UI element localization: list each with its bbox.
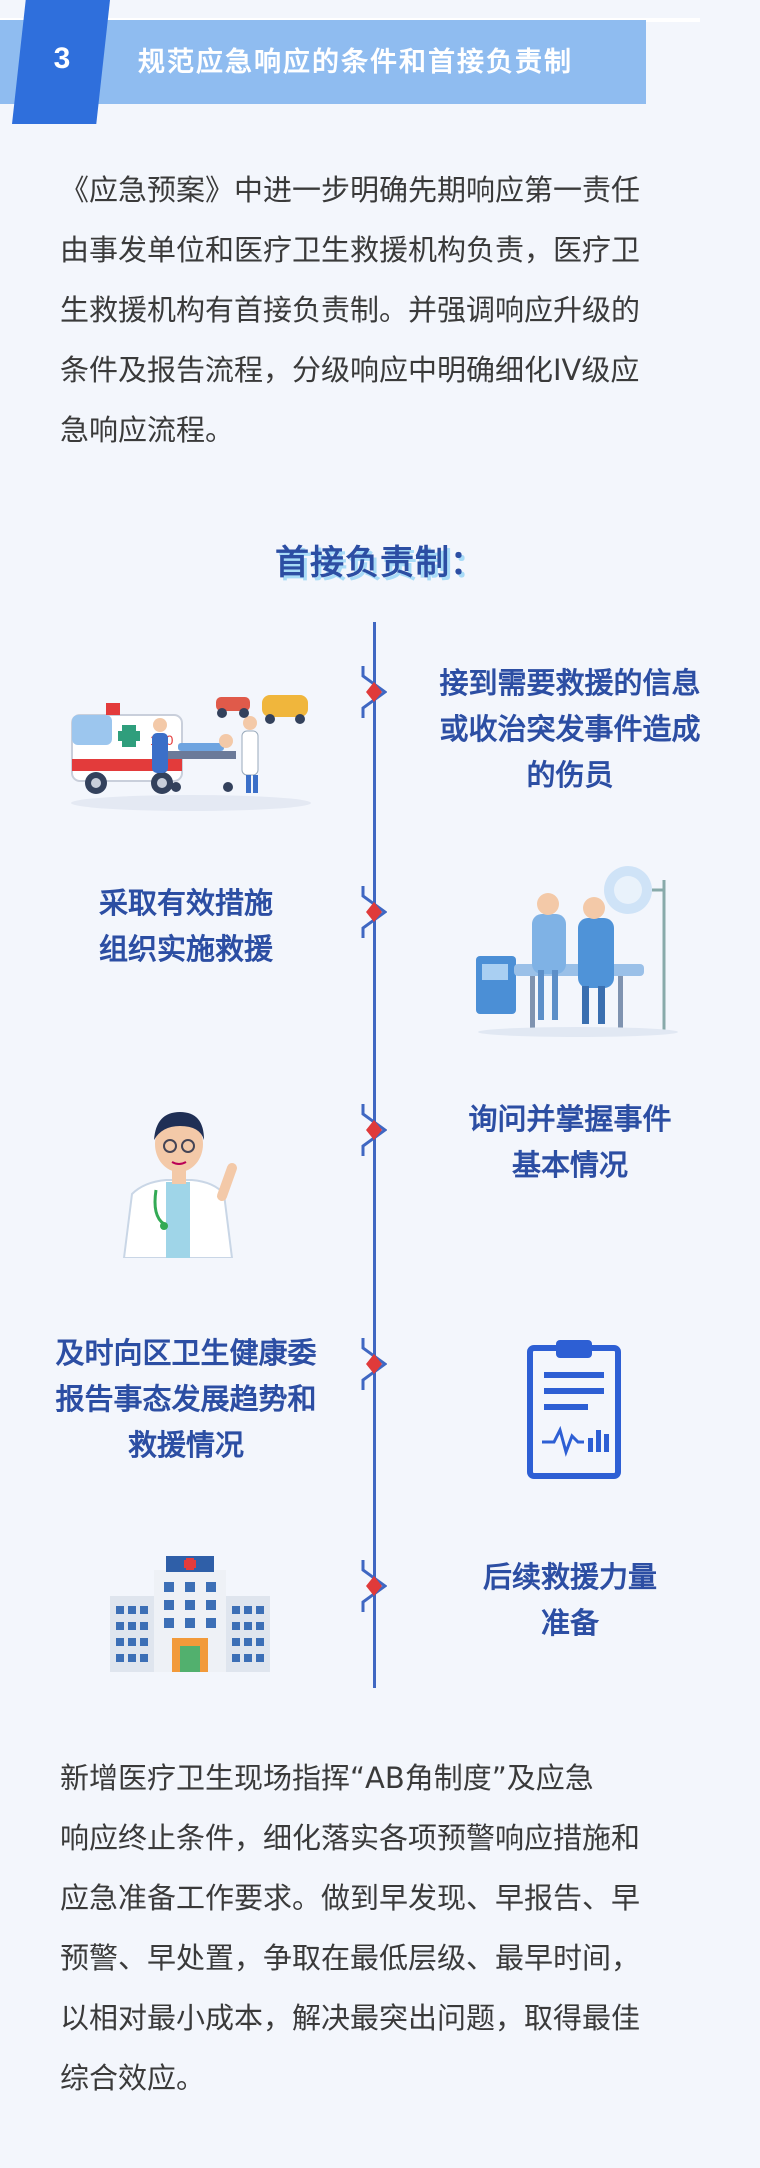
intro-line: 《应急预案》中进一步明确先期响应第一责任 (60, 173, 641, 207)
intro-line: 条件及报告流程，分级响应中明确细化IV级应 (60, 353, 640, 387)
timeline-item-line: 接到需要救援的信息 (439, 666, 701, 700)
timeline-item-1-text: 接到需要救援的信息 或收治突发事件造成 的伤员 (410, 660, 730, 798)
responsibility-heading: 首接负责制： (275, 543, 485, 583)
outro-line: 新增医疗卫生现场指挥“AB角制度”及应急 (60, 1761, 594, 1795)
timeline-item-line: 报告事态发展趋势和 (55, 1382, 317, 1416)
surgery-icon (468, 860, 698, 1044)
outro-line: 综合效应。 (60, 2061, 206, 2095)
timeline-item-line: 的伤员 (526, 758, 614, 792)
outro-line: 应急准备工作要求。做到早发现、早报告、早 (60, 1881, 641, 1915)
timeline-item-line: 询问并掌握事件 (468, 1102, 672, 1136)
timeline-item-line: 救援情况 (127, 1428, 244, 1462)
outro-paragraph: 新增医疗卫生现场指挥“AB角制度”及应急 响应终止条件，细化落实各项预警响应措施… (60, 1748, 710, 2108)
timeline-item-line: 及时向区卫生健康委 (55, 1336, 317, 1370)
timeline-node-3 (361, 1104, 387, 1156)
intro-line: 由事发单位和医疗卫生救援机构负责，医疗卫 (60, 233, 641, 267)
outro-line: 以相对最小成本，解决最突出问题，取得最佳 (60, 2001, 641, 2035)
intro-paragraph: 《应急预案》中进一步明确先期响应第一责任 由事发单位和医疗卫生救援机构负责，医疗… (60, 160, 710, 460)
timeline-item-line: 后续救援力量 (482, 1560, 657, 1594)
timeline-item-line: 采取有效措施 (98, 886, 273, 920)
outro-line: 预警、早处置，争取在最低层级、最早时间， (60, 1941, 641, 1975)
intro-line: 急响应流程。 (60, 413, 235, 447)
section-banner (0, 20, 646, 104)
timeline-item-3-text: 询问并掌握事件 基本情况 (410, 1096, 730, 1188)
timeline-item-line: 或收治突发事件造成 (439, 712, 701, 746)
doctor-icon (104, 1098, 254, 1262)
timeline-item-5-text: 后续救援力量 准备 (410, 1554, 730, 1646)
clipboard-icon (526, 1336, 622, 1484)
ambulance-icon: 120 (66, 675, 316, 819)
section-number-badge (12, 0, 110, 124)
section-title: 规范应急响应的条件和首接负责制 (138, 47, 573, 78)
timeline-item-line: 基本情况 (511, 1148, 628, 1182)
outro-line: 响应终止条件，细化落实各项预警响应措施和 (60, 1821, 641, 1855)
timeline-axis (373, 622, 376, 1688)
timeline-item-2-text: 采取有效措施 组织实施救援 (26, 880, 346, 972)
timeline-node-4 (361, 1338, 387, 1390)
timeline-item-line: 组织实施救援 (98, 932, 273, 966)
timeline-item-4-text: 及时向区卫生健康委 报告事态发展趋势和 救援情况 (26, 1330, 346, 1468)
timeline-item-line: 准备 (540, 1606, 599, 1640)
section-number: 3 (53, 42, 71, 75)
timeline-node-5 (361, 1560, 387, 1612)
hospital-icon (110, 1556, 270, 1680)
timeline-node-1 (361, 666, 387, 718)
intro-line: 生救援机构有首接负责制。并强调响应升级的 (60, 293, 641, 327)
timeline-node-2 (361, 886, 387, 938)
